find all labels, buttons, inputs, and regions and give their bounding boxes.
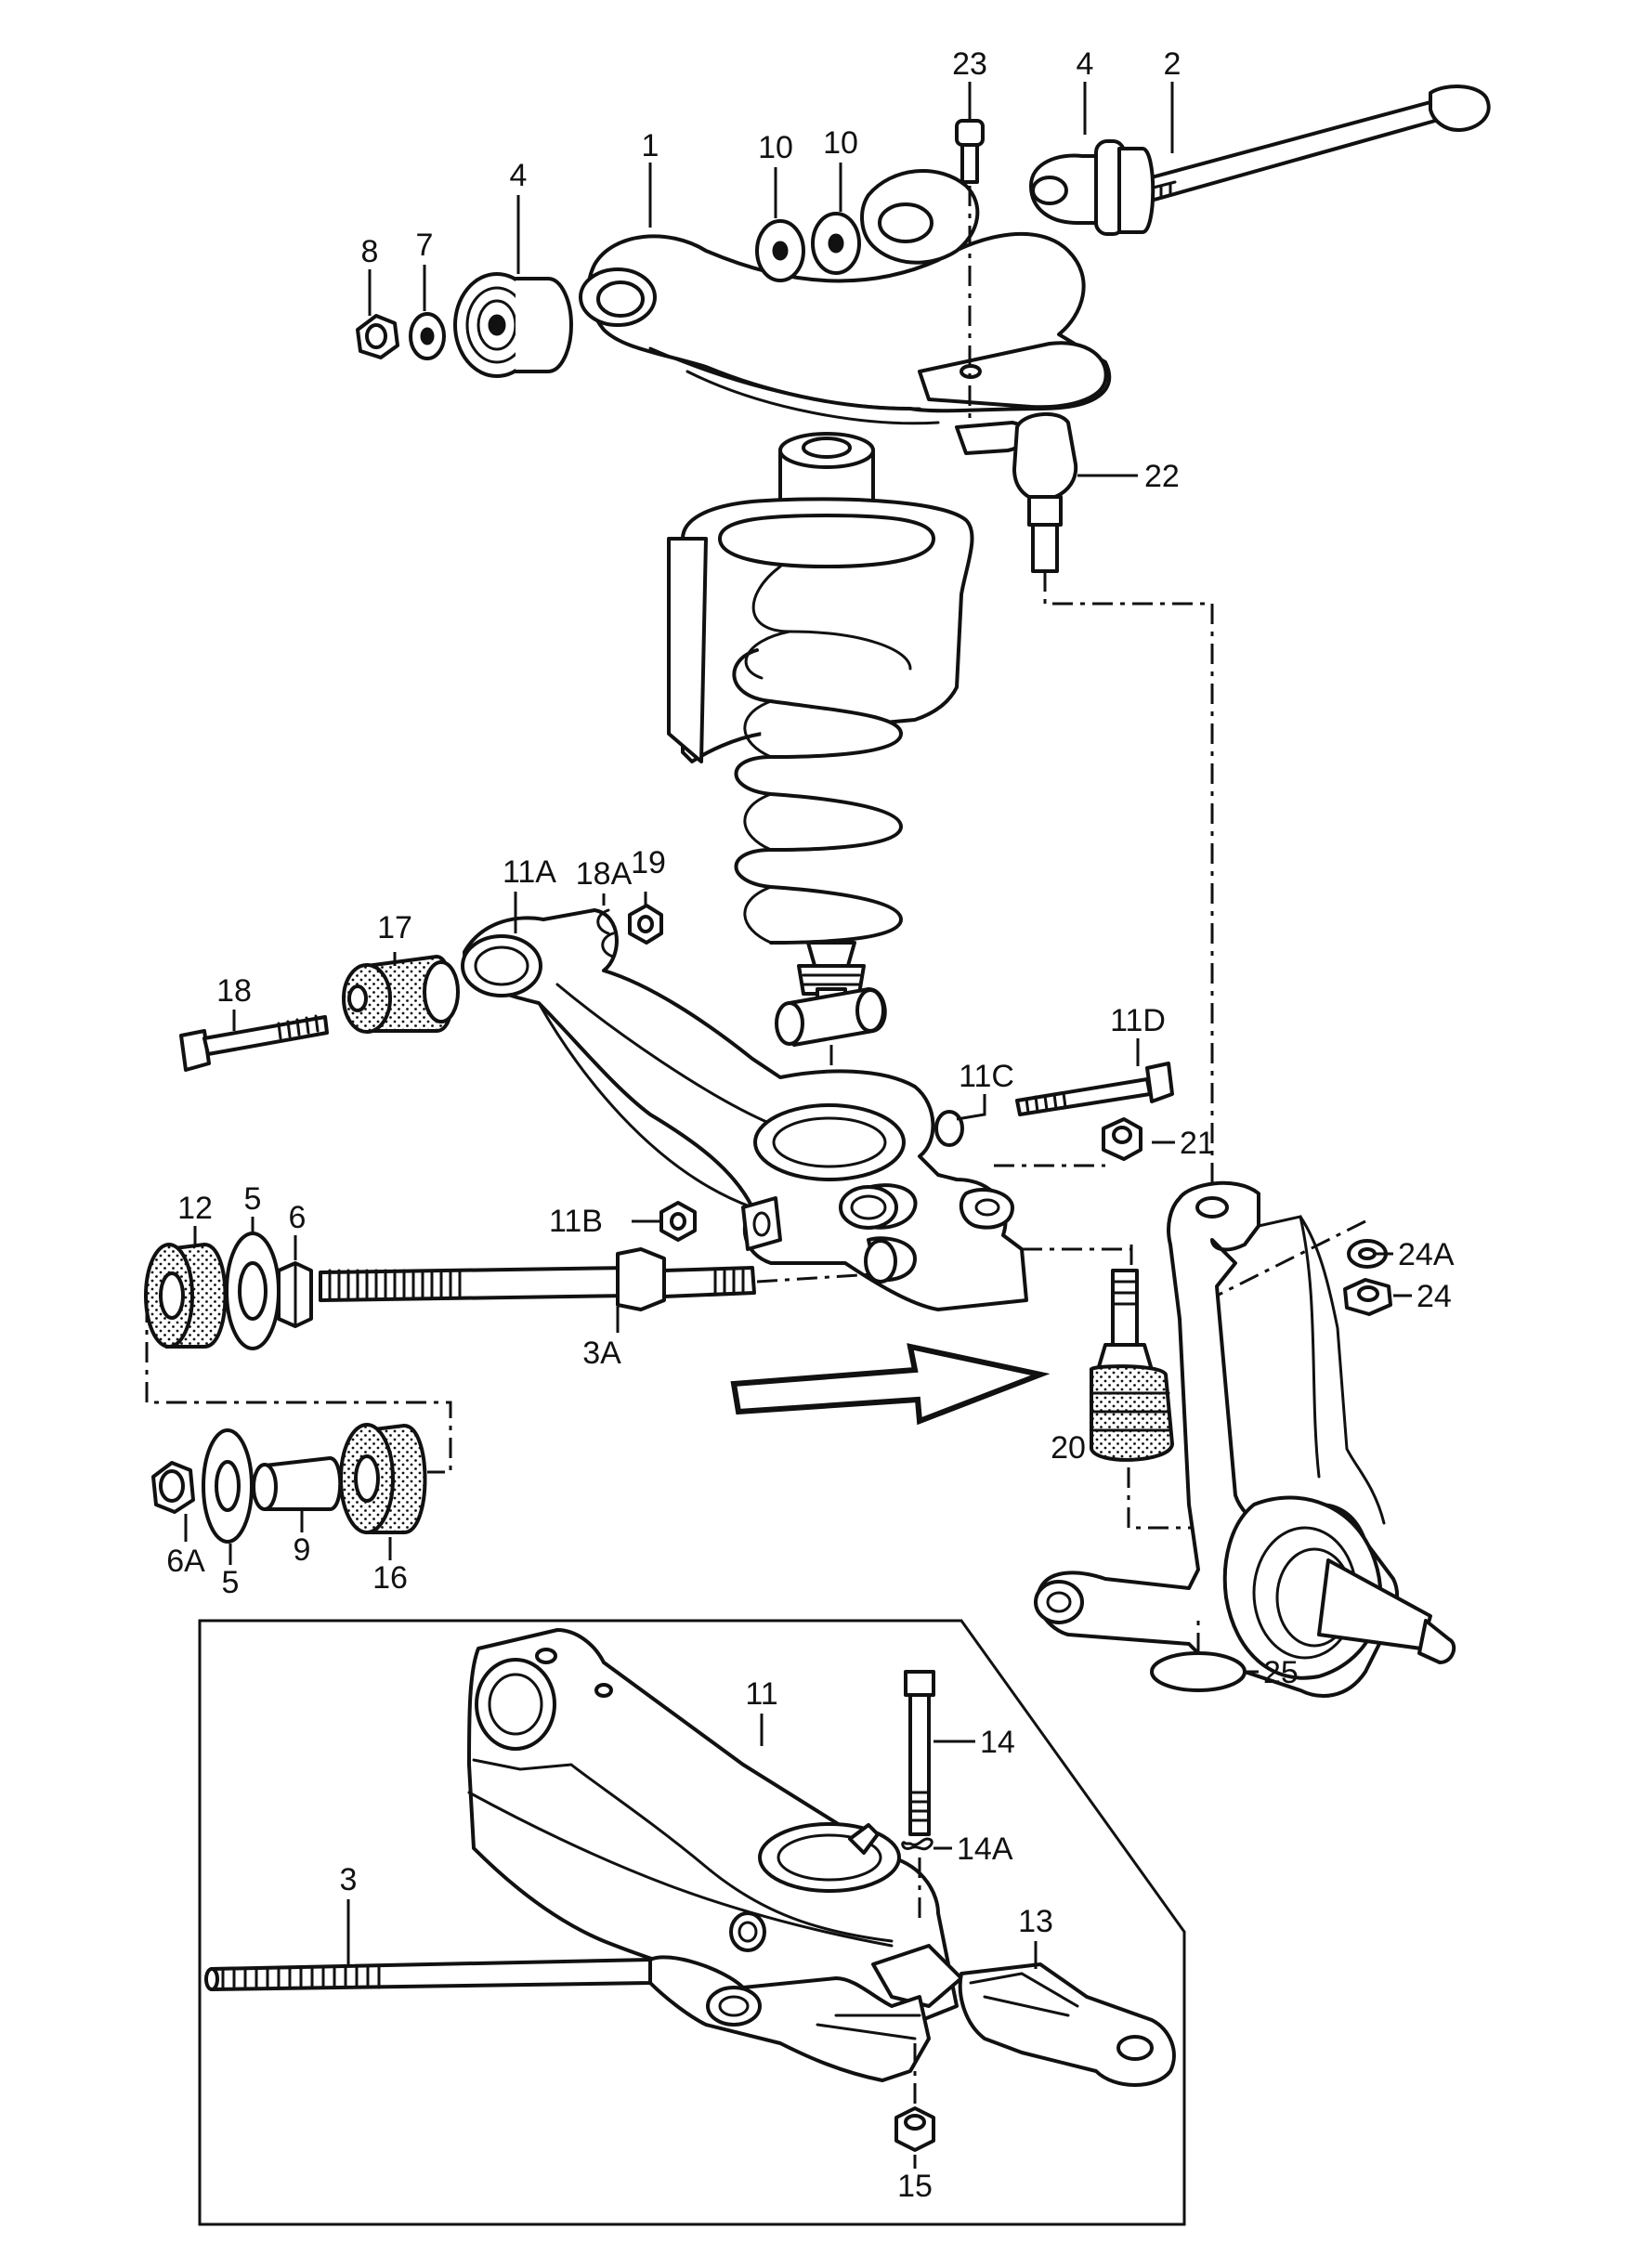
ball-joint-20 <box>1089 1269 1175 1462</box>
callout-5-lower: 5 <box>222 1565 240 1600</box>
callout-24: 24 <box>1417 1279 1452 1314</box>
dash-line-22-knuckle <box>1043 571 1214 1198</box>
nut-15 <box>894 2106 935 2152</box>
bracket-13 <box>958 1962 1176 2087</box>
bolt-23 <box>955 119 985 184</box>
callout-18A: 18A <box>576 856 633 892</box>
ring-25 <box>1150 1651 1247 1692</box>
callout-13: 13 <box>1018 1904 1053 1939</box>
ball-joint-22 <box>955 411 1078 573</box>
clip-18A <box>596 908 615 958</box>
steering-knuckle <box>1034 1180 1456 1698</box>
inset-frame <box>198 1619 1186 2226</box>
nut-19 <box>628 904 663 945</box>
clip-14A <box>901 1837 933 1851</box>
callout-11A: 11A <box>503 854 556 890</box>
bushing-4-upper-right <box>1029 139 1155 236</box>
washer-10-b <box>811 212 861 275</box>
callout-20: 20 <box>1051 1430 1086 1466</box>
callout-14A: 14A <box>957 1831 1013 1867</box>
rod-3 <box>204 1955 931 2082</box>
callout-5-upper: 5 <box>244 1181 262 1217</box>
callout-1: 1 <box>642 128 659 163</box>
dash-line-3A <box>756 1272 874 1284</box>
washer-7 <box>409 312 446 360</box>
leader-lines <box>184 82 1412 2169</box>
callout-17: 17 <box>377 910 412 945</box>
callout-11B: 11B <box>549 1204 603 1239</box>
bolt-2 <box>1136 85 1491 204</box>
nut-6A <box>151 1461 195 1514</box>
callout-22: 22 <box>1144 459 1180 494</box>
bushing-17 <box>342 954 460 1034</box>
callout-15: 15 <box>897 2169 933 2204</box>
callout-3A: 3A <box>582 1336 621 1371</box>
callout-19: 19 <box>631 845 666 880</box>
callout-8: 8 <box>361 234 379 269</box>
callout-11C: 11C <box>959 1059 1014 1094</box>
bushing-4-upper-left <box>453 272 573 378</box>
lower-control-arm-11A <box>461 908 1028 1311</box>
callout-6A: 6A <box>166 1544 205 1579</box>
bushing-16 <box>339 1423 427 1534</box>
callout-4-left: 4 <box>510 158 528 193</box>
nut-24 <box>1343 1278 1392 1316</box>
bolt-14 <box>904 1670 935 1836</box>
bolt-18 <box>179 1014 329 1072</box>
nut-21 <box>1102 1117 1142 1161</box>
callout-10-a: 10 <box>758 130 793 165</box>
callout-18: 18 <box>216 973 252 1009</box>
bushing-12 <box>144 1242 228 1349</box>
callout-21: 21 <box>1180 1126 1215 1161</box>
callout-11: 11 <box>745 1676 777 1712</box>
dash-line-24 <box>1216 1219 1366 1297</box>
dash-line-20-top <box>1022 1245 1133 1271</box>
nut-8 <box>356 314 399 359</box>
washer-5-lower <box>202 1428 254 1544</box>
washer-11C <box>934 1110 964 1147</box>
shock-absorber-spring <box>667 432 974 1047</box>
washer-10-a <box>755 219 805 282</box>
callout-10-b: 10 <box>823 125 858 161</box>
nut-6 <box>277 1261 313 1328</box>
upper-control-arm-1 <box>579 169 1112 425</box>
callout-6: 6 <box>289 1200 307 1235</box>
callout-25: 25 <box>1263 1655 1299 1690</box>
tie-rod-3A <box>319 1247 756 1311</box>
callout-23: 23 <box>952 46 987 82</box>
bolt-11D <box>1015 1062 1174 1116</box>
callout-12: 12 <box>177 1191 213 1226</box>
nut-11B <box>659 1201 697 1242</box>
callout-24A: 24A <box>1398 1237 1455 1272</box>
sleeve-9 <box>252 1456 343 1511</box>
callout-14: 14 <box>980 1725 1015 1760</box>
callout-labels: 1 2 4 4 7 8 10 10 23 22 18 17 11A 18A 19… <box>166 46 1455 2204</box>
callout-3: 3 <box>340 1862 358 1897</box>
callout-4-right: 4 <box>1077 46 1094 82</box>
callout-16: 16 <box>372 1560 408 1596</box>
direction-arrow <box>730 1343 1051 1426</box>
dash-line-12-16 <box>145 1302 452 1474</box>
washer-5-upper <box>225 1232 281 1350</box>
callout-11D: 11D <box>1110 1003 1166 1038</box>
callout-2: 2 <box>1164 46 1182 82</box>
callout-9: 9 <box>294 1532 311 1568</box>
callout-7: 7 <box>416 228 434 263</box>
